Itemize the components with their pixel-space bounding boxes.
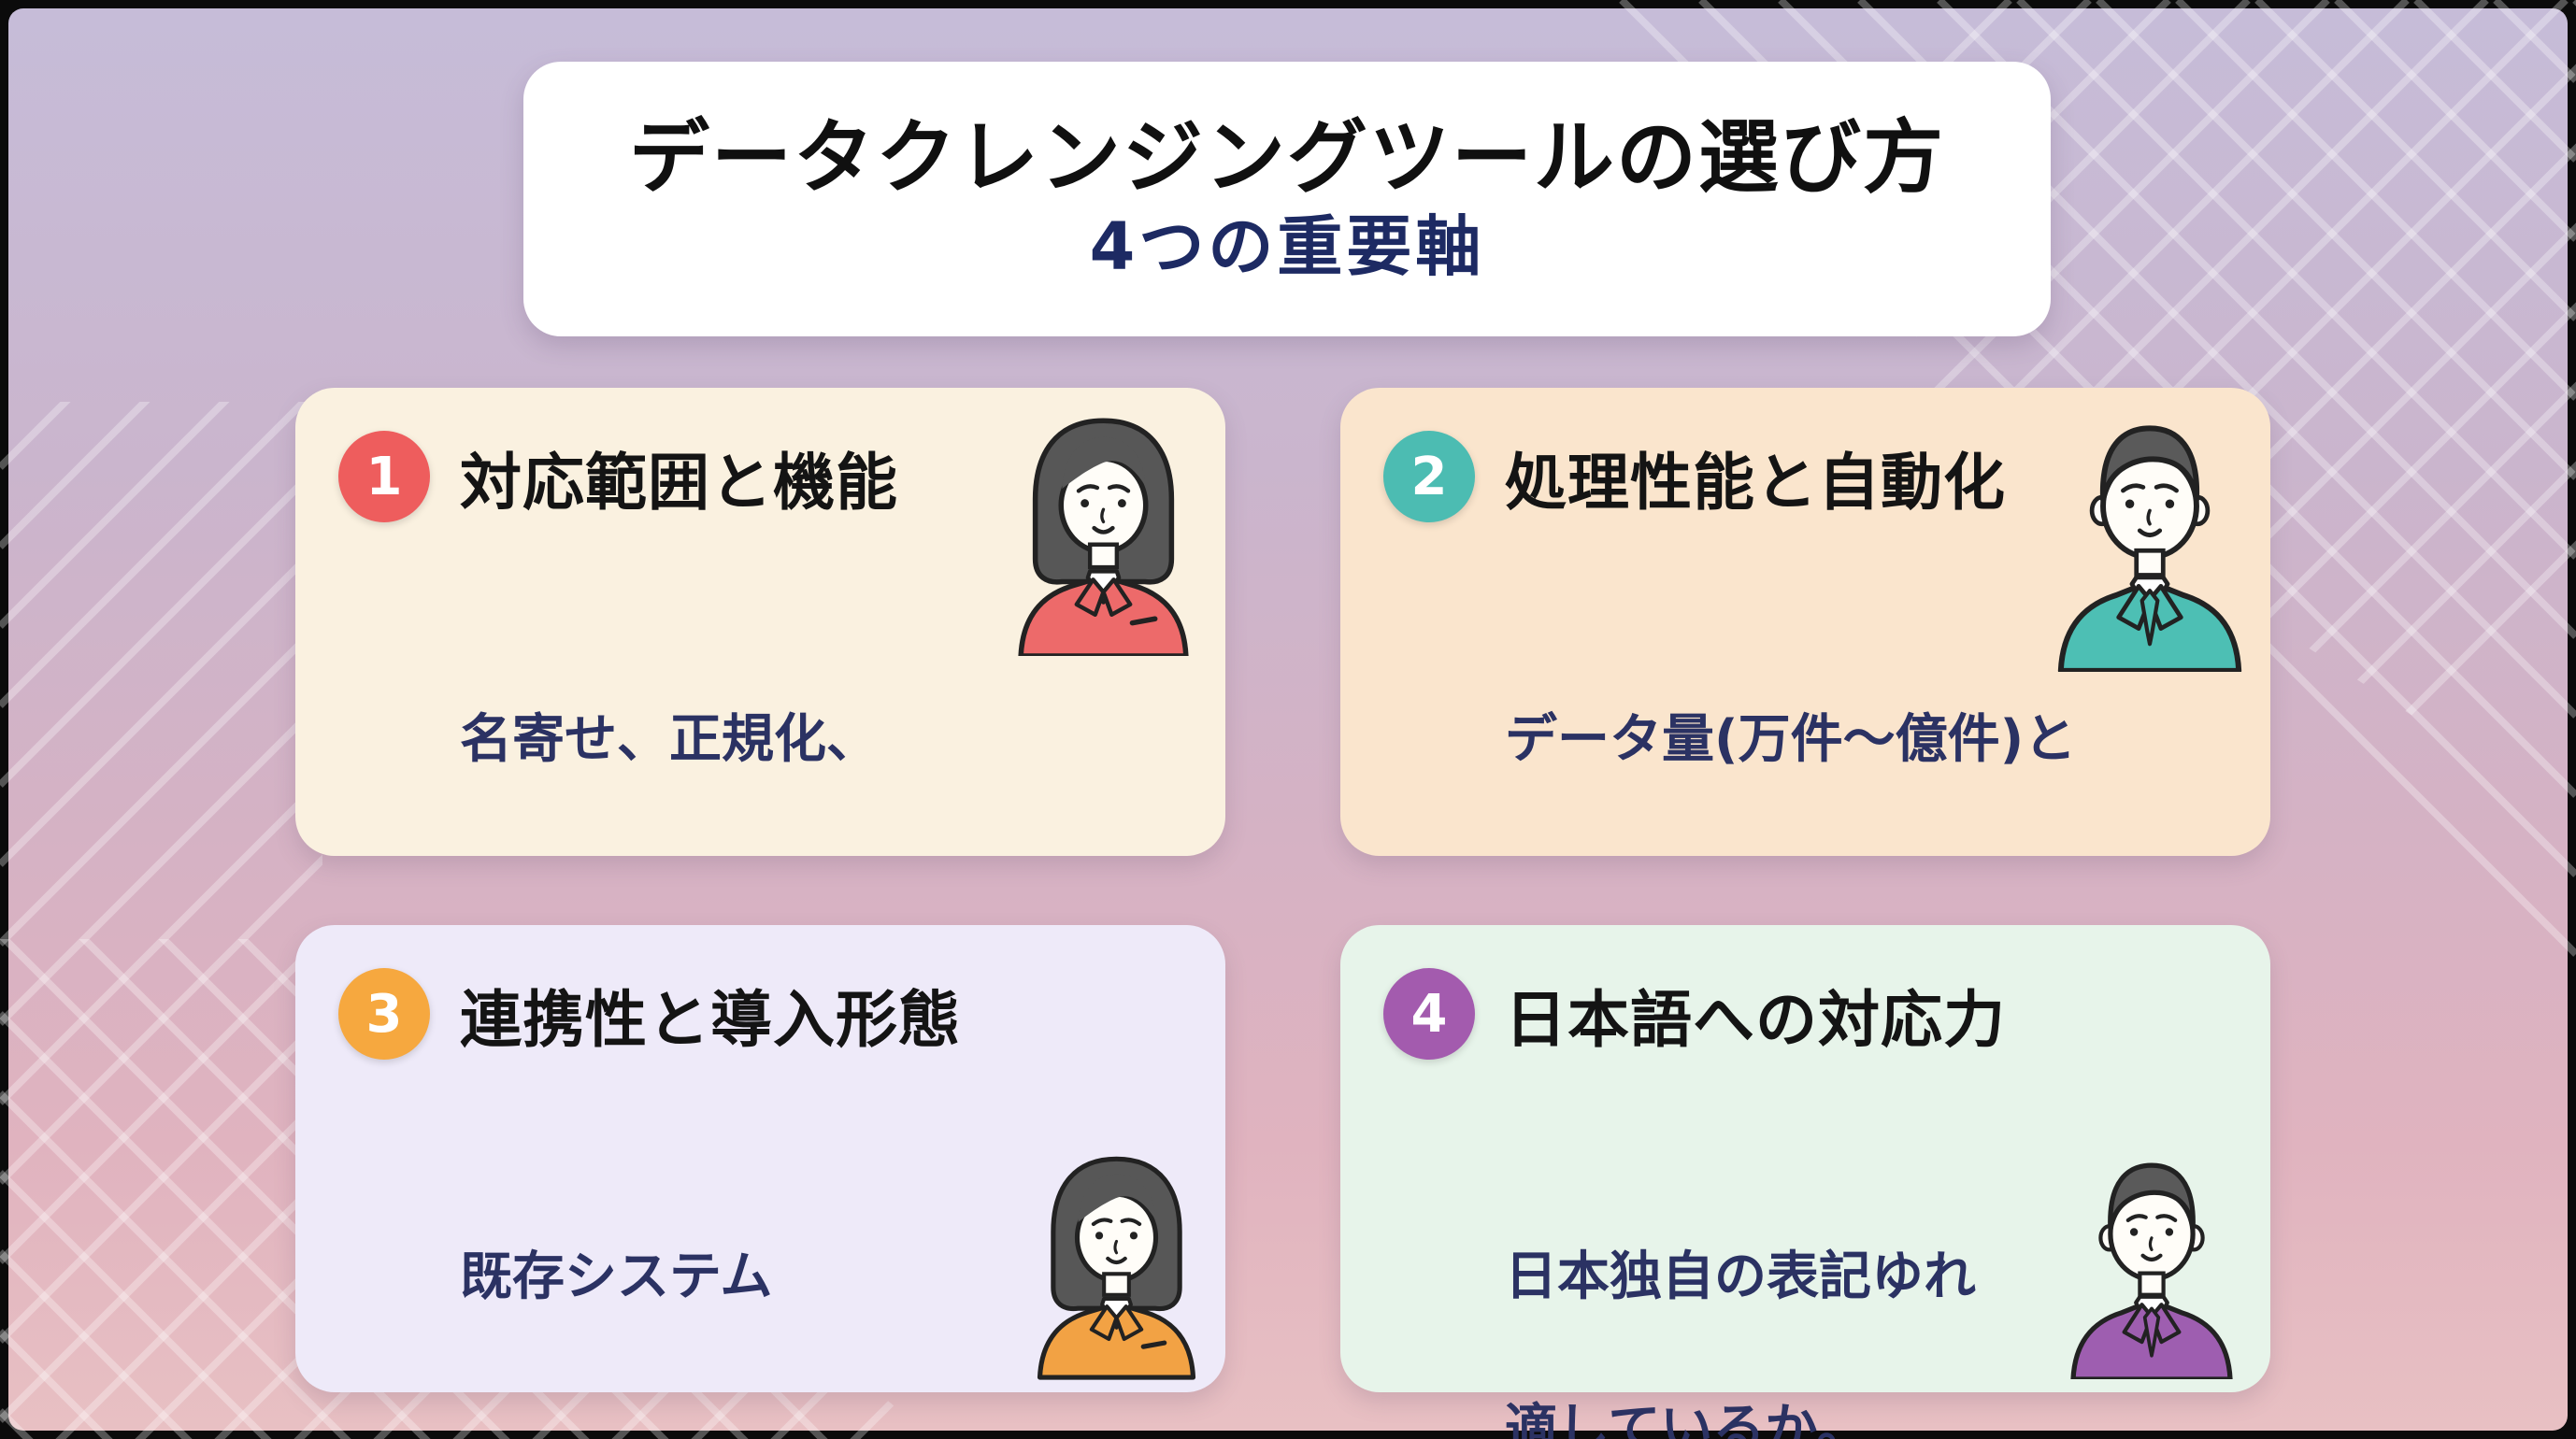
number-badge-1: 1	[338, 431, 430, 522]
page-subtitle: 4つの重要軸	[1089, 208, 1485, 286]
card-body-line: 適しているか。	[1505, 1399, 1869, 1439]
businessman-purple-illustration	[2050, 1144, 2254, 1382]
badge-number: 4	[1410, 983, 1448, 1045]
card-title: 日本語への対応力	[1505, 984, 2006, 1056]
card-body-line: 名寄せ、正規化、	[460, 709, 879, 770]
card-body-text: 日本独自の表記ゆれ (法人格、住所、 全半角)に 対応できるか。	[1505, 1086, 1976, 1439]
title-card: データクレンジングツールの選び方 4つの重要軸	[523, 62, 2051, 336]
badge-number: 2	[1410, 446, 1448, 507]
card-title: 処理性能と自動化	[1505, 447, 2006, 519]
card-body-line: 既存システム	[460, 1247, 773, 1307]
card-japanese-support: 4 日本語への対応力 日本独自の表記ゆれ (法人格、住所、 全半角)に 対応でき…	[1340, 925, 2270, 1392]
page-title: データクレンジングツールの選び方	[629, 111, 1945, 206]
badge-number: 3	[365, 983, 403, 1045]
businesswoman-orange-illustration	[1021, 1140, 1212, 1385]
card-body-text: 既存システム (CRM/SFA/MA)との相性、 クラウド型か オンプレミス型か…	[460, 1086, 1138, 1439]
card-performance-automation: 2 処理性能と自動化 データ量(万件〜億件)と 更新頻度 (リアルタイム〜月次)…	[1340, 388, 2270, 1439]
card-integration-deployment: 3 連携性と導入形態 既存システム (CRM/SFA/MA)との相性、 クラウド…	[295, 925, 1225, 1392]
card-scope-and-features: 1 対応範囲と機能 名寄せ、正規化、 属性付与などの 必須機能があるか。	[295, 388, 1225, 1230]
card-body-line: データ量(万件〜億件)と	[1505, 709, 2077, 770]
card-title: 連携性と導入形態	[460, 984, 961, 1056]
businesswoman-red-illustration	[998, 408, 1209, 659]
number-badge-4: 4	[1383, 968, 1475, 1060]
card-title: 対応範囲と機能	[460, 447, 898, 519]
number-badge-2: 2	[1383, 431, 1475, 522]
badge-number: 1	[365, 446, 403, 507]
card-body-line: 日本独自の表記ゆれ	[1505, 1247, 1976, 1307]
businessman-teal-illustration	[2039, 403, 2261, 674]
number-badge-3: 3	[338, 968, 430, 1060]
